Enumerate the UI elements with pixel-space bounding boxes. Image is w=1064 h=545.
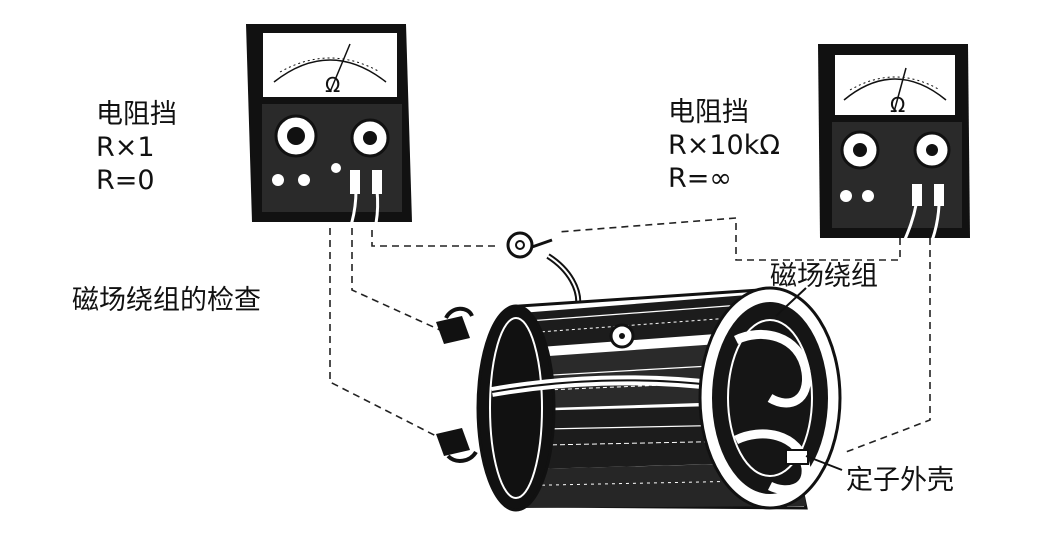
left-range-label: R×1 bbox=[96, 132, 155, 163]
left-mode-label: 电阻挡 bbox=[96, 99, 177, 130]
right-reading-label: R=∞ bbox=[668, 163, 732, 194]
lower-clip bbox=[436, 428, 478, 463]
stator-housing bbox=[476, 286, 842, 512]
right-dial-ohm-symbol: Ω bbox=[890, 93, 905, 117]
field-winding-leader bbox=[775, 287, 807, 317]
left-dial-ohm-symbol: Ω bbox=[325, 73, 340, 97]
field-coil-upper bbox=[733, 329, 811, 408]
left-reading-label: R=0 bbox=[96, 165, 155, 196]
right-mode-label: 电阻挡 bbox=[668, 97, 749, 128]
right-multimeter: Ω bbox=[818, 44, 970, 253]
caption-field-winding-check: 磁场绕组的检查 bbox=[72, 285, 261, 316]
test-leads bbox=[329, 217, 931, 453]
right-range-label: R×10kΩ bbox=[668, 130, 781, 161]
label-stator-housing: 定子外壳 bbox=[846, 465, 954, 496]
label-field-winding: 磁场绕组 bbox=[770, 261, 878, 292]
left-multimeter: Ω bbox=[246, 24, 412, 253]
stator-housing-leader bbox=[805, 455, 843, 471]
upper-clip bbox=[436, 306, 474, 344]
